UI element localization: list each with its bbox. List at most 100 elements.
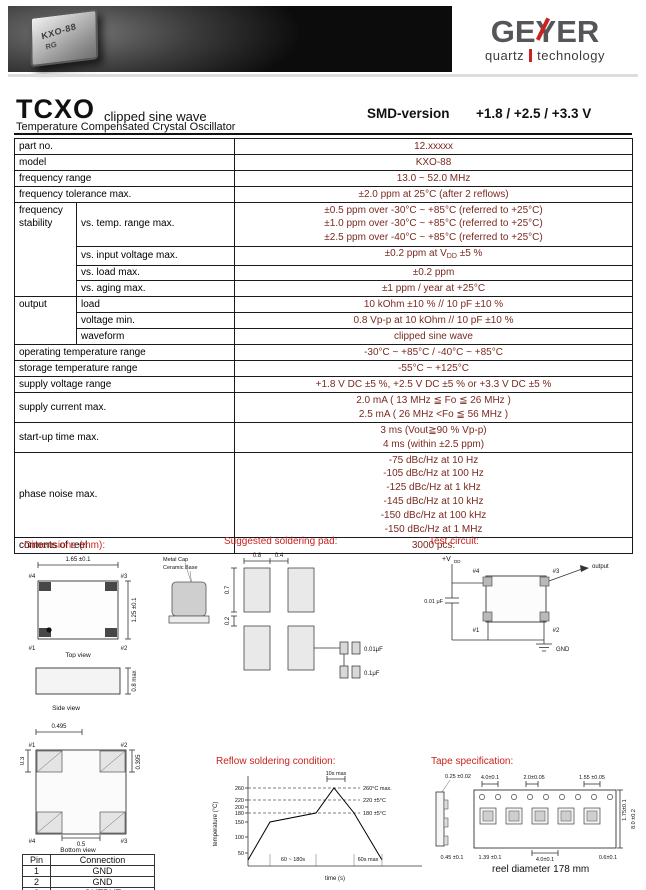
- spec-row-waveform: waveform clipped sine wave: [15, 328, 634, 346]
- output-label: output: [592, 564, 609, 570]
- top-view-diagram: 1.65 ±0.1 #4 #3 #1 #2 1.25 ±0.1 Top view…: [29, 557, 210, 658]
- spec-row-reel: contents of reel 3000 pcs.: [13, 536, 634, 554]
- line-220-label: 220 ±5°C: [363, 798, 386, 804]
- spec-value: ±1 ppm / year at +25°C: [234, 280, 634, 298]
- dim-h1: 0.7: [225, 585, 231, 594]
- cap1-label: 0.01μF: [364, 647, 383, 653]
- spec-value: 3 ms (Vout≧90 % Vp-p) 4 ms (within ±2.5 …: [234, 422, 634, 453]
- tape-diagram: 0.25 ±0.02 4.0±0.1 2.0±0.05 1.55: [435, 774, 637, 862]
- pad-label: #3: [121, 839, 128, 845]
- dim-bottom4: 0.6±0.1: [599, 855, 617, 861]
- y-tick: 50: [238, 851, 244, 857]
- pad-label: #2: [553, 628, 560, 634]
- spec-value: ±2.0 ppm at 25°C (after 2 reflows): [234, 185, 634, 203]
- dim-bottom: 0.5: [77, 842, 86, 848]
- ceramic-base-label: Ceramic Base: [163, 565, 198, 571]
- reel-diameter-note: reel diameter 178 mm: [492, 864, 590, 875]
- spec-sublabel: vs. aging max.: [75, 280, 236, 298]
- cap2-label: 0.1μF: [364, 671, 380, 677]
- spec-row-supply-current: supply current max. 2.0 mA ( 13 MHz ≦ Fo…: [13, 392, 634, 424]
- spec-sublabel: load: [75, 296, 236, 314]
- dim-right2: 8.0 ±0.2: [631, 809, 637, 829]
- pin-row: 3OUTPUT: [22, 887, 155, 890]
- dim-height: 0.8 max: [132, 670, 138, 691]
- spec-value: ±0.2 ppm at VDD ±5 %: [234, 245, 634, 266]
- spec-group-label: frequency stability: [14, 201, 77, 298]
- side-view-caption: Side view: [52, 705, 80, 712]
- pad-label: #2: [121, 646, 128, 652]
- spec-row-startup-time: start-up time max. 3 ms (Vout≧90 % Vp-p)…: [13, 422, 634, 453]
- line-260-label: 260°C max.: [363, 786, 392, 792]
- spec-sublabel: voltage min.: [75, 312, 236, 330]
- dim-right1: 1.75±0.1: [622, 799, 628, 820]
- test-circuit-diagram: +V DD 0.01 μF #4 #3 #1 #2 output GND: [424, 556, 609, 653]
- spec-label: part no.: [13, 138, 236, 155]
- y-tick: 200: [235, 805, 244, 811]
- bottom-view-diagram: 0.495 #1 #2 0.3 0.395 #4 #3 0.5 Bottom v…: [20, 724, 142, 852]
- x-axis-label: time (s): [325, 876, 345, 882]
- dim-pitch-top: 4.0±0.1: [481, 775, 499, 781]
- cool-duration-label: 60s max: [358, 857, 379, 863]
- peak-duration-label: 10s max: [326, 771, 347, 777]
- spec-value: 2.0 mA ( 13 MHz ≦ Fo ≦ 26 MHz ) 2.5 mA (…: [234, 392, 634, 424]
- dimensions-heading: Dimensions (mm):: [24, 540, 106, 551]
- spec-value: -75 dBc/Hz at 10 Hz -105 dBc/Hz at 100 H…: [234, 451, 634, 538]
- dim-width: 1.65 ±0.1: [66, 557, 92, 563]
- line-180-label: 180 ±5°C: [363, 811, 386, 817]
- bottom-view-caption: Bottom view: [60, 847, 96, 852]
- spec-row-vs-load: vs. load max. ±0.2 ppm: [15, 264, 634, 282]
- vdd-label: +V: [442, 556, 451, 563]
- spec-label: start-up time max.: [13, 422, 236, 453]
- voltage-options-label: +1.8 / +2.5 / +3.3 V: [476, 106, 592, 121]
- pad-label: #1: [29, 743, 36, 749]
- dim-hole-pocket: 2.0±0.05: [523, 775, 544, 781]
- spec-label: operating temperature range: [13, 344, 236, 362]
- spec-row-load: output load 10 kOhm ±10 % // 10 pF ±10 %: [14, 296, 634, 346]
- metal-cap-label: Metal Cap: [163, 557, 188, 563]
- spec-row-voltage-min: voltage min. 0.8 Vp-p at 10 kOhm // 10 p…: [15, 312, 634, 330]
- cap-label: 0.01 μF: [424, 599, 443, 605]
- spec-sublabel: vs. input voltage max.: [75, 245, 236, 266]
- product-title: TCXO: [16, 94, 96, 124]
- spec-value: +1.8 V DC ±5 %, +2.5 V DC ±5 % or +3.3 V…: [234, 376, 634, 394]
- spec-row-storage-temp: storage temperature range -55°C ~ +125°C: [13, 360, 634, 378]
- pad-label: #3: [553, 569, 560, 575]
- gnd-label: GND: [556, 647, 570, 653]
- spec-value: 13.0 ~ 52.0 MHz: [234, 169, 634, 187]
- spec-row-vs-temp: frequency stability vs. temp. range max.…: [14, 201, 634, 298]
- pad-label: #1: [29, 646, 36, 652]
- pad-label: #1: [473, 628, 480, 634]
- dim-bottom2: 1.39 ±0.1: [479, 855, 502, 861]
- spec-label: frequency tolerance max.: [13, 185, 236, 203]
- y-tick: 180: [235, 811, 244, 817]
- pin-table-header: Pin Connection: [22, 854, 155, 866]
- dim-right: 0.395: [136, 754, 142, 770]
- product-subtitle: Temperature Compensated Crystal Oscillat…: [16, 121, 236, 133]
- spec-value: clipped sine wave: [234, 328, 634, 346]
- spec-value: 10 kOhm ±10 % // 10 pF ±10 %: [234, 296, 634, 314]
- spec-label: frequency range: [13, 169, 236, 187]
- y-tick: 220: [235, 798, 244, 804]
- soldering-pad-diagram: 0.8 0.4 0.7 0.2 0.01μF 0.1μF: [225, 553, 383, 679]
- spec-value: 12.xxxxx: [234, 138, 634, 155]
- header-divider: [8, 74, 638, 77]
- spec-label: contents of reel: [13, 536, 236, 554]
- title-rule: [14, 133, 632, 135]
- pad-label: #2: [121, 743, 128, 749]
- spec-row-supply-voltage: supply voltage range +1.8 V DC ±5 %, +2.…: [13, 376, 634, 394]
- spec-sublabel: waveform: [75, 328, 236, 346]
- spec-label: supply current max.: [13, 392, 236, 424]
- top-view-caption: Top view: [65, 652, 91, 658]
- spec-row-phase-noise: phase noise max. -75 dBc/Hz at 10 Hz -10…: [13, 451, 634, 538]
- spec-row-frequency-tolerance: frequency tolerance max. ±2.0 ppm at 25°…: [13, 185, 634, 203]
- preheat-duration-label: 60 ~ 180s: [281, 857, 306, 863]
- spec-value: ±0.2 ppm: [234, 264, 634, 282]
- spec-row-vs-aging: vs. aging max. ±1 ppm / year at +25°C: [15, 280, 634, 298]
- spec-row-part-no: part no. 12.xxxxx: [13, 138, 634, 155]
- dim-top: 0.495: [51, 724, 67, 730]
- product-note: clipped sine wave: [104, 109, 207, 124]
- spec-row-frequency-range: frequency range 13.0 ~ 52.0 MHz: [13, 169, 634, 187]
- vdd-sub-label: DD: [454, 559, 461, 564]
